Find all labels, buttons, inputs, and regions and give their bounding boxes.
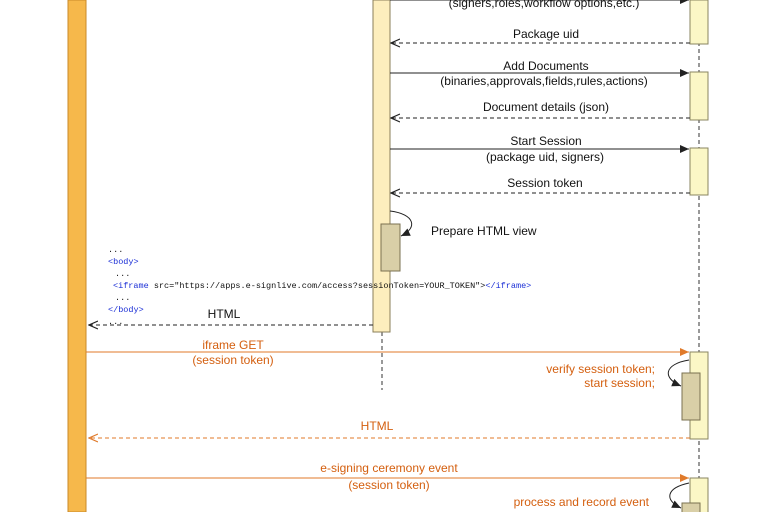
server-nested-activation [380,223,401,272]
code-ellipsis-4: ... [108,317,123,327]
verify-self-arrow [668,359,690,387]
code-iframe-close: </iframe> [485,281,531,291]
iframe-get-label: iframe GET [202,338,264,352]
code-iframe-open: <iframe [113,281,149,291]
code-iframe-attr: src="https://apps.e-signlive.com/access?… [149,281,486,291]
package-uid-label: Package uid [513,27,579,41]
code-body-open: <body> [108,257,139,267]
code-iframe-line: <iframe src="https://apps.e-signlive.com… [113,281,531,291]
process-record-label: process and record event [514,495,650,509]
remote-nested-activation-1 [681,372,701,421]
add-documents-label: Add Documents [503,59,588,73]
start-session-params: (package uid, signers) [486,150,604,164]
create-package-params: (signers,roles,workflow options,etc.) [449,0,640,10]
code-body-close: </body> [108,305,144,315]
remote-nested-activation-2 [681,502,701,512]
ceremony-event-params: (session token) [348,478,429,492]
add-documents-params: (binaries,approvals,fields,rules,actions… [440,74,647,88]
html-code-snippet: ... <body> ... <iframe src="https://apps… [108,245,531,327]
html-response-label: HTML [208,307,241,321]
prepare-html-self-arrow [389,210,413,237]
iframe-get-params: (session token) [192,353,273,367]
remote-activation-2 [689,71,709,121]
remote-activation-1 [689,0,709,45]
verify-session-token-label: verify session token; [546,362,655,376]
start-session-label: Start Session [510,134,581,148]
code-ellipsis-3: ... [115,293,130,303]
remote-activation-3 [689,147,709,196]
html-return-label: HTML [361,419,394,433]
client-lifeline-bar [67,0,87,512]
session-token-label: Session token [507,176,582,190]
code-ellipsis-1: ... [108,245,123,255]
ceremony-event-label: e-signing ceremony event [320,461,458,475]
start-session-note-label: start session; [584,376,655,390]
code-ellipsis-2: ... [115,269,130,279]
process-self-arrow [669,482,690,509]
document-details-label: Document details (json) [483,100,609,114]
prepare-html-view-label: Prepare HTML view [431,224,537,238]
